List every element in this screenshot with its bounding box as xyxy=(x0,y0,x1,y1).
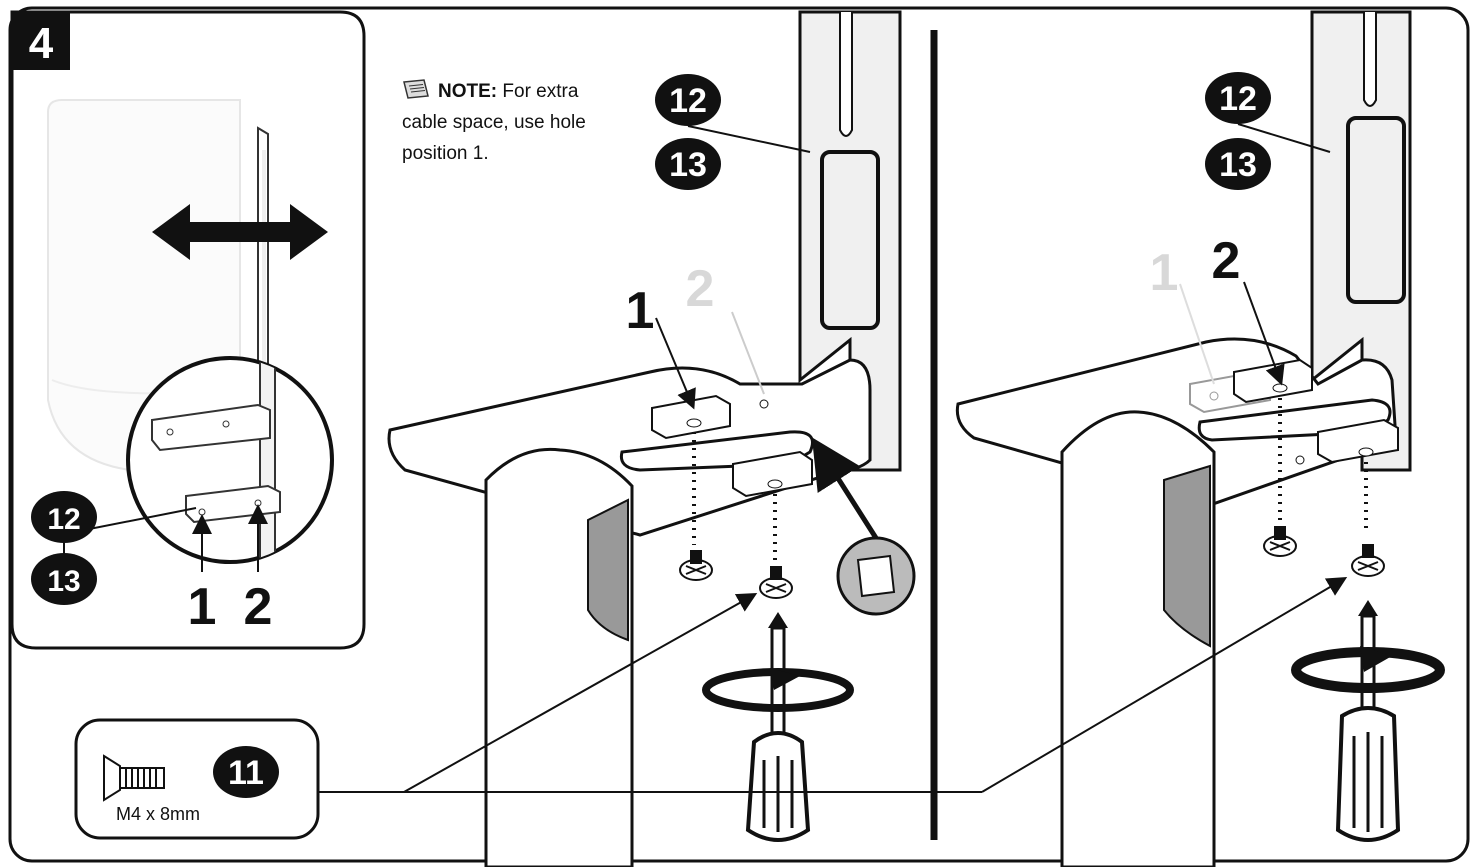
left-badge-12: 12 xyxy=(669,82,707,120)
part-badge-12 xyxy=(1205,72,1271,124)
rotation-arrow-icon xyxy=(702,668,854,712)
right-badge-13: 13 xyxy=(1219,146,1257,184)
rotation-arrow-icon xyxy=(1291,646,1445,693)
part-badge-13 xyxy=(655,138,721,190)
left-hole-label-ghost: 2 xyxy=(686,260,715,318)
magnifier-circle xyxy=(126,356,334,564)
screw-icon xyxy=(103,754,165,802)
inset-hole-label-1: 1 xyxy=(188,578,217,636)
part-badge-11 xyxy=(213,746,279,798)
screwdriver-icon xyxy=(745,612,811,842)
inset-badge-13: 13 xyxy=(47,565,80,598)
right-badge-12: 12 xyxy=(1219,80,1257,118)
screw-icon xyxy=(1263,526,1297,557)
part-badge-12 xyxy=(655,74,721,126)
right-mount-illustration xyxy=(955,10,1445,867)
note-heading: NOTE: xyxy=(438,81,498,102)
note-icon xyxy=(402,78,430,99)
part-badge-13 xyxy=(31,553,97,605)
inset-panel xyxy=(10,10,366,650)
double-arrow-icon xyxy=(152,204,328,260)
right-hole-label-ghost: 1 xyxy=(1150,244,1179,302)
step-number-box xyxy=(12,12,70,70)
screwdriver-icon xyxy=(1335,600,1401,842)
left-hole-label-active: 1 xyxy=(626,282,655,340)
hardware-badge-11: 11 xyxy=(228,754,264,792)
inset-hole-label-2: 2 xyxy=(244,578,273,636)
part-badge-13 xyxy=(1205,138,1271,190)
note-icon xyxy=(856,554,896,598)
note-text: NOTE: For extra cable space, use hole po… xyxy=(402,76,617,169)
inset-badge-12: 12 xyxy=(47,503,80,536)
left-mount-illustration xyxy=(387,10,916,867)
hardware-caption: M4 x 8mm xyxy=(116,804,200,824)
screw-icon xyxy=(759,566,793,599)
step-number: 4 xyxy=(29,19,54,68)
right-hole-label-active: 2 xyxy=(1212,232,1241,290)
outer-frame xyxy=(8,6,1470,863)
left-badge-13: 13 xyxy=(669,146,707,184)
note-body: For extra cable space, use hole position… xyxy=(402,81,586,164)
screw-icon xyxy=(679,550,713,581)
part-badge-12 xyxy=(31,491,97,543)
hardware-callout xyxy=(74,576,1348,840)
screw-icon xyxy=(1351,544,1385,577)
